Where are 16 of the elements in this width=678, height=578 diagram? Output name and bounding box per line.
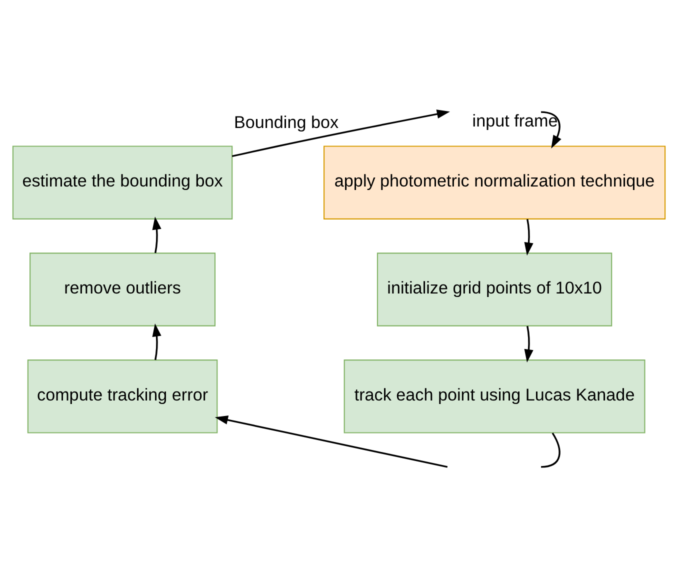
arrow: [152, 322, 162, 360]
connector: [540, 432, 560, 468]
node-box: remove outliers: [30, 252, 216, 326]
arrow: [152, 216, 162, 253]
arrow: [540, 110, 562, 148]
arrow: [524, 325, 534, 362]
arrow: [524, 218, 534, 256]
node-box: apply photometric normalization technique: [324, 145, 666, 219]
edge-label: input frame: [472, 110, 558, 130]
arrow: [232, 109, 450, 157]
node-box: track each point using Lucas Kanade: [344, 359, 646, 433]
edge-label: Bounding box: [234, 112, 339, 132]
node-box: compute tracking error: [27, 359, 218, 433]
node-box: estimate the bounding box: [12, 145, 233, 219]
arrow: [214, 414, 448, 468]
node-box: initialize grid points of 10x10: [376, 252, 612, 326]
